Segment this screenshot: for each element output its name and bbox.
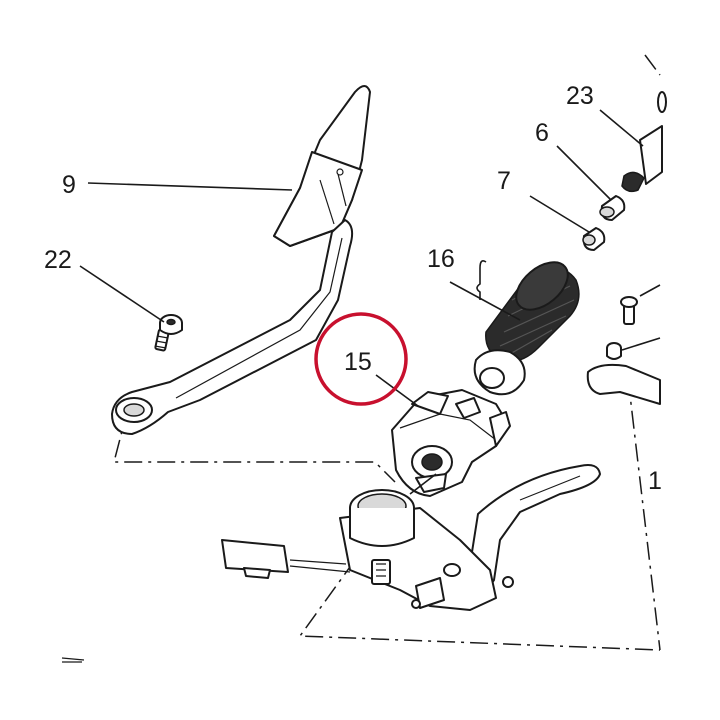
leader-lines — [79, 109, 644, 495]
callout-6: 6 — [535, 119, 549, 147]
part-7-bushing — [582, 227, 606, 251]
callout-16: 16 — [427, 245, 455, 273]
assembly-dash-lines — [113, 54, 661, 651]
highlight-circle — [314, 312, 408, 406]
callout-labels: 9 22 23 6 7 16 15 1 — [44, 82, 662, 495]
callout-1: 1 — [648, 467, 662, 495]
part-22-screw — [154, 314, 183, 352]
edge-fragment — [61, 657, 85, 663]
part-9-lever-guard — [111, 85, 371, 435]
callout-9: 9 — [62, 171, 76, 199]
right-side-partial-parts — [586, 284, 661, 405]
brake-master-cylinder — [221, 464, 601, 611]
callout-22: 22 — [44, 246, 72, 274]
part-6-spacer — [599, 195, 626, 221]
callout-23: 23 — [566, 82, 594, 110]
callout-15: 15 — [344, 348, 372, 376]
part-16-grip — [473, 261, 580, 396]
part-15-switch-housing — [391, 389, 511, 497]
callout-7: 7 — [497, 167, 511, 195]
part-23-handlebar — [621, 91, 667, 193]
